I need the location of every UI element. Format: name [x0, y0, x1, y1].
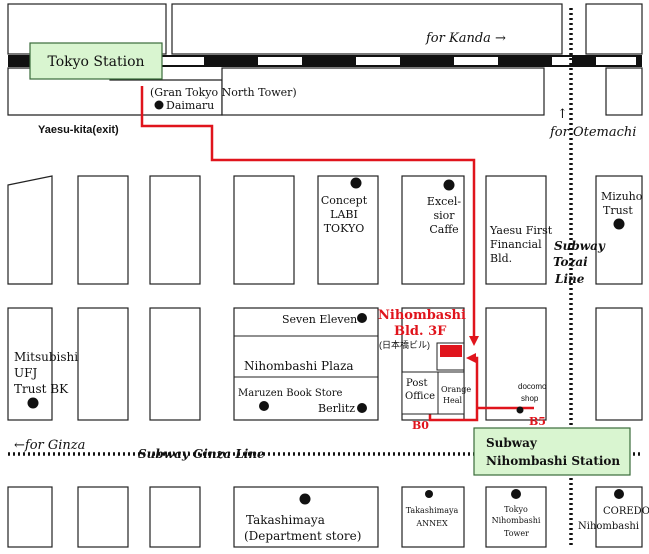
block-r3-2 — [149, 307, 201, 421]
tokyo-station-label: Tokyo Station — [47, 54, 144, 70]
concept-label-3: TOKYO — [324, 222, 365, 235]
for-otemachi-arrow: ↑ — [557, 107, 568, 122]
destination-outline — [436, 342, 465, 371]
block-r3-east — [595, 307, 643, 421]
block-r2-3 — [233, 175, 295, 285]
block-r4-0 — [7, 486, 53, 548]
annex-label-1: Takashimaya — [406, 506, 459, 515]
orange-heal-label-1: Orange — [441, 385, 471, 394]
block-strip — [221, 67, 545, 116]
takashimaya-label-1: Takashimaya — [246, 513, 325, 527]
orange-heal-label-2: Heal — [443, 396, 462, 405]
tnt-label-1: Tokyo — [504, 505, 528, 514]
nihombashi-station[interactable]: Subway Nihombashi Station — [473, 427, 631, 476]
coredo-label-2: Nihombashi — [578, 521, 639, 532]
for-ginza-label: ←for Ginza — [14, 438, 85, 453]
tozai-label-2: Tozai — [553, 255, 588, 269]
docomo-label-1: docomo — [518, 382, 547, 391]
nihombashi-station-label-2: Nihombashi Station — [486, 454, 620, 468]
mufj-label-3: Trust BK — [14, 382, 69, 396]
gran-tokyo-label: (Gran Tokyo North Tower) — [150, 86, 297, 99]
block-yaesu-first — [485, 175, 547, 285]
for-otemachi-label: for Otemachi — [549, 125, 636, 140]
block-wedge — [7, 175, 53, 285]
tnt-label-3: Tower — [504, 529, 529, 538]
destination-japanese: (日本橋ビル) — [379, 339, 430, 350]
tozai-label-1: Subway — [554, 239, 606, 253]
orange-heal-block — [437, 371, 465, 415]
block-annex — [401, 486, 465, 548]
nihombashi-station-label-1: Subway — [486, 436, 538, 450]
yaesu-first-label-3: Bld. — [490, 252, 512, 265]
docomo-label-2: shop — [521, 394, 539, 403]
mufj-label-1: Mitsubishi — [14, 350, 78, 364]
mizuho-label-1: Mizuho — [601, 190, 643, 203]
tozai-label-3: Line — [554, 272, 585, 286]
yaesu-first-label-1: Yaesu First — [489, 224, 553, 237]
block-r2-1 — [77, 175, 129, 285]
post-office-label-1: Post — [406, 378, 428, 389]
annex-label-2: ANNEX — [415, 519, 448, 528]
block-coredo — [595, 486, 643, 548]
destination-floor: Bld. 3F — [394, 324, 447, 339]
mufj-label-2: UFJ — [14, 366, 37, 380]
block-mizuho — [595, 175, 643, 285]
block-r2-2 — [149, 175, 201, 285]
yaesu-first-label-2: Financial — [490, 238, 542, 251]
block-r3-1 — [77, 307, 129, 421]
excelsior-label-1: Excel- — [427, 195, 461, 208]
yaesu-kita-exit-label: Yaesu-kita(exit) — [38, 124, 119, 136]
daimaru-label: Daimaru — [166, 99, 214, 112]
post-office-block — [401, 371, 439, 415]
block-top-right — [585, 3, 643, 55]
block-r4-1 — [77, 486, 129, 548]
for-kanda-label: for Kanda → — [425, 31, 506, 46]
block-ne — [605, 67, 643, 116]
coredo-label-1: COREDO — [603, 506, 649, 517]
block-seven — [233, 307, 379, 421]
route-arrow-head-down — [469, 336, 479, 346]
concept-label-2: LABI — [330, 208, 358, 221]
post-office-label-2: Office — [405, 391, 435, 402]
destination-name: Nihombashi — [378, 308, 466, 323]
city-blocks — [7, 3, 643, 548]
concept-label-1: Concept — [321, 194, 368, 207]
exit-b5-label: B5 — [529, 415, 546, 428]
tokyo-station[interactable]: Tokyo Station — [29, 42, 163, 80]
berlitz-label: Berlitz — [318, 402, 355, 415]
maruzen-label: Maruzen Book Store — [238, 388, 343, 399]
nihombashi-plaza-label: Nihombashi Plaza — [244, 359, 354, 373]
ginza-line-label: Subway Ginza Line — [138, 447, 265, 461]
destination-marker — [440, 345, 462, 357]
takashimaya-label-2: (Department store) — [244, 529, 361, 543]
seven-eleven-label: Seven Eleven — [282, 313, 357, 326]
excelsior-label-2: sior — [433, 209, 455, 222]
mizuho-label-2: Trust — [603, 204, 633, 217]
tnt-label-2: Nihombashi — [492, 516, 541, 525]
exit-b0-label: B0 — [412, 419, 429, 432]
block-docomo — [485, 307, 547, 421]
block-labi — [317, 175, 379, 285]
block-top-mid — [171, 3, 563, 55]
block-excelsior — [401, 175, 465, 285]
excelsior-label-3: Caffe — [429, 223, 458, 236]
block-r4-2 — [149, 486, 201, 548]
route-arrow-head-left — [466, 353, 476, 363]
